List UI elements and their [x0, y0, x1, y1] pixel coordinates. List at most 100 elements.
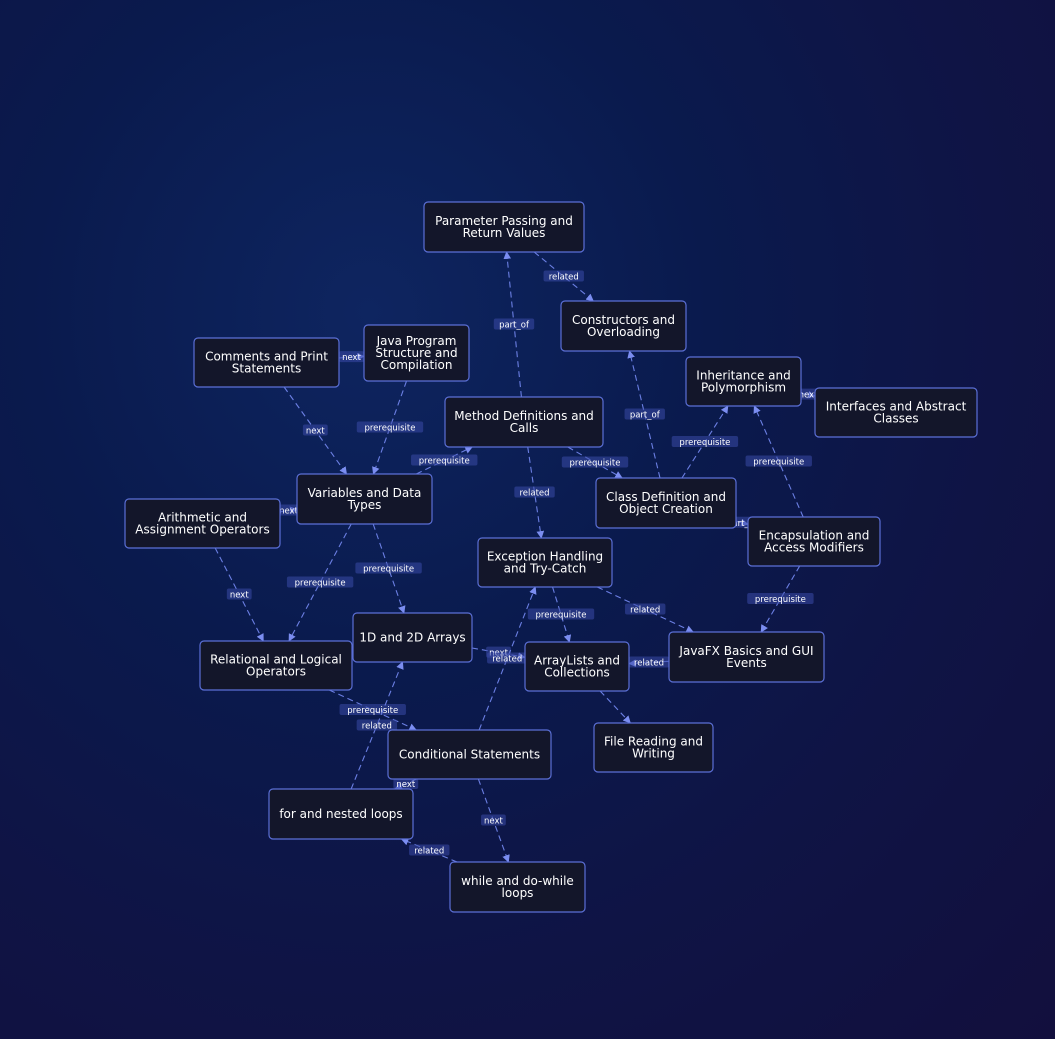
node-box: [560, 300, 687, 352]
edge-arith-relops: next: [214, 547, 264, 642]
edge-label: prerequisite: [347, 706, 398, 716]
edge-arith-vars: next: [276, 504, 301, 516]
edge-label-bg: [625, 603, 666, 615]
edge-vars-method: prerequisite: [411, 446, 478, 475]
node-label-line: Calls: [510, 421, 539, 435]
node-label-line: Polymorphism: [701, 381, 786, 395]
edge-label: related: [362, 722, 392, 732]
edge-cond-forloops: next: [393, 778, 419, 790]
node-label-line: loops: [502, 886, 534, 900]
edge-label: prerequisite: [419, 457, 470, 467]
edge-cond-while: next: [477, 778, 510, 863]
edge-label-bg: [561, 456, 629, 468]
edge-label-bg: [339, 351, 364, 363]
edge-label: prerequisite: [295, 579, 346, 589]
edge-relops-cond: prerequisite: [329, 689, 417, 731]
edge-label-bg: [356, 719, 398, 731]
node-label-line: Types: [347, 498, 382, 512]
node-arrays[interactable]: 1D and 2D Arrays: [352, 612, 473, 663]
node-cond[interactable]: Conditional Statements: [387, 729, 552, 780]
edge-label: next: [342, 353, 361, 363]
edge-encap-javafx: prerequisite: [747, 565, 814, 633]
node-label-line: File Reading and: [604, 735, 703, 749]
node-label-line: Structure and: [375, 346, 457, 360]
edge-label: part_of: [630, 411, 661, 421]
edge-label: prerequisite: [536, 611, 587, 621]
edge-inherit-iface: next: [795, 388, 821, 401]
edge-while-forloops: related: [400, 838, 458, 863]
edge-label: prerequisite: [679, 438, 730, 448]
node-label-line: Classes: [873, 412, 918, 426]
edge-label-bg: [671, 436, 739, 447]
node-label-line: Encapsulation and: [759, 529, 870, 543]
node-box: [352, 612, 473, 663]
edge-label-bg: [514, 486, 555, 498]
node-label-line: Writing: [632, 747, 675, 761]
node-label-line: Compilation: [380, 358, 452, 372]
edge-classdef-ctor: part_of: [624, 350, 665, 479]
node-label-line: Relational and Logical: [210, 653, 342, 667]
edge-label-bg: [481, 814, 506, 826]
edge-label: prerequisite: [755, 595, 806, 605]
edge-label-bg: [493, 318, 535, 330]
edge-label-bg: [302, 424, 328, 436]
node-label-line: Overloading: [587, 325, 660, 339]
edge-label: related: [519, 489, 549, 499]
edge-label: related: [634, 658, 664, 668]
edge-label-bg: [628, 656, 670, 668]
edge-label: related: [630, 606, 660, 616]
node-label-line: Method Definitions and: [454, 409, 594, 423]
node-box: [685, 356, 802, 407]
edge-method-param: part_of: [493, 251, 535, 398]
edge-line: [599, 690, 631, 724]
node-label-line: Interfaces and Abstract: [826, 400, 967, 414]
edge-label-bg: [286, 576, 354, 588]
edge-label: part_of: [499, 321, 530, 331]
edge-label-bg: [226, 588, 252, 600]
node-label-line: Object Creation: [619, 502, 713, 516]
edge-javaprog-vars: prerequisite: [356, 380, 424, 475]
edge-label-bg: [624, 408, 665, 420]
edge-label: next: [279, 506, 298, 516]
edge-label: next: [484, 817, 503, 827]
edge-label-bg: [356, 421, 424, 433]
node-box: [423, 201, 585, 253]
node-label-line: Exception Handling: [487, 550, 603, 564]
edge-line: [329, 689, 417, 731]
edge-forloops-arrays: related: [350, 661, 404, 790]
edge-vars-relops: prerequisite: [286, 523, 354, 642]
edge-cond-exc: related: [478, 586, 537, 731]
edge-label-bg: [339, 704, 406, 715]
edge-label-bg: [745, 455, 812, 467]
node-label-line: while and do-while: [461, 874, 574, 888]
edge-arraylist-file: [599, 690, 631, 724]
node-forloops[interactable]: for and nested loops: [268, 788, 414, 840]
node-box: [668, 631, 825, 683]
node-label-line: Assignment Operators: [135, 523, 269, 537]
node-box: [747, 516, 881, 567]
edge-exc-javafx: related: [597, 586, 694, 633]
edge-line: [527, 446, 545, 539]
edge-label-bg: [795, 388, 821, 400]
node-label-line: Inheritance and: [696, 369, 790, 383]
node-box: [449, 861, 586, 913]
